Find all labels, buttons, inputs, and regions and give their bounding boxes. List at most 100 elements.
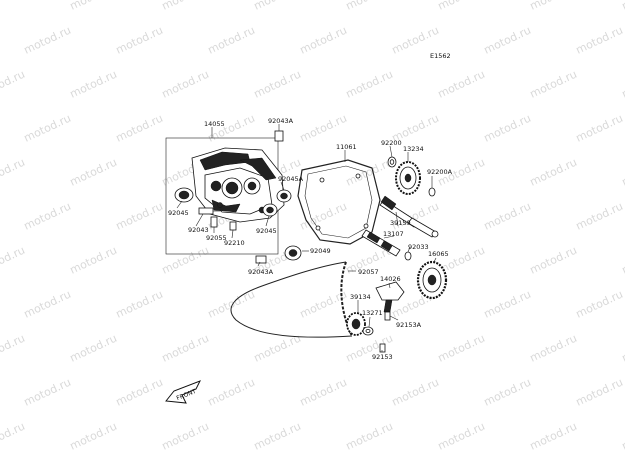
watermark-text: motod.ru [68,68,119,101]
part-label: 14055 [204,120,225,128]
watermark-text: motod.ru [620,156,625,189]
gear-39134 [346,312,366,336]
watermark-text: motod.ru [206,112,257,145]
part-label: 92043A [248,268,274,276]
watermark-text: motod.ru [160,244,211,277]
watermark-text: motod.ru [528,244,579,277]
watermark-text: motod.ru [22,24,73,57]
watermark-text: motod.ru [22,376,73,409]
watermark-text: motod.ru [0,0,27,13]
part-label: 92200A [427,168,453,176]
part-label: 92055 [206,234,227,242]
pin-92043 [198,207,220,215]
watermark-text: motod.ru [68,244,119,277]
watermark-text: motod.ru [206,24,257,57]
watermark-text: motod.ru [252,0,303,13]
watermark-text: motod.ru [22,200,73,233]
watermark-text: motod.ru [252,68,303,101]
bolt-92153 [379,343,386,353]
watermark-text: motod.ru [68,156,119,189]
watermark-text: motod.ru [436,0,487,13]
watermark-text: motod.ru [0,68,27,101]
watermark-text: motod.ru [528,420,579,453]
watermark-text: motod.ru [620,0,625,13]
watermark-text: motod.ru [114,112,165,145]
watermark-text: motod.ru [620,420,625,453]
watermark-text: motod.ru [574,24,625,57]
watermark-text: motod.ru [528,68,579,101]
watermark-text: motod.ru [22,112,73,145]
part-label: 92200 [381,139,402,147]
watermark-text: motod.ru [436,68,487,101]
chain-92057 [230,261,353,338]
watermark-text: motod.ru [528,0,579,13]
watermark-text: motod.ru [482,112,533,145]
watermark-text: motod.ru [298,376,349,409]
part-label: 92153 [372,353,393,361]
part-label: 92045 [256,227,277,235]
watermark-text: motod.ru [68,420,119,453]
part-label: 92153A [396,321,422,329]
watermark-text: motod.ru [482,288,533,321]
watermark-text: motod.ru [620,332,625,365]
watermark-text: motod.ru [298,112,349,145]
watermark-text: motod.ru [114,200,165,233]
watermark-text: motod.ru [574,200,625,233]
watermark-text: motod.ru [528,156,579,189]
watermark-text: motod.ru [344,68,395,101]
watermark-text: motod.ru [482,200,533,233]
watermark-text: motod.ru [0,244,27,277]
part-label: 16065 [428,250,449,258]
part-label: 39134 [350,293,371,301]
bearing-92045-right [262,203,278,217]
part-label: 92043A [268,117,294,125]
watermark-text: motod.ru [482,376,533,409]
watermark-text: motod.ru [436,332,487,365]
watermark-text: motod.ru [620,244,625,277]
part-label: 39159 [390,219,411,227]
part-label: 92049 [310,247,331,255]
watermark-text: motod.ru [298,24,349,57]
front-arrow: FRONT [165,380,202,404]
watermark-text: motod.ru [620,68,625,101]
shaft-39159 [379,195,439,238]
part-label: 13234 [403,145,424,153]
washer-13271 [362,326,374,336]
part-label: 11061 [336,143,357,151]
washer-92033 [404,251,412,261]
watermark-text: motod.ru [114,24,165,57]
washer-92200 [387,156,397,168]
watermark-text: motod.ru [574,112,625,145]
part-label: 14026 [380,275,401,283]
watermark-text: motod.ru [574,288,625,321]
diagram-code: E1562 [430,52,451,60]
watermark-text: motod.ru [482,24,533,57]
bearing-92045-left [174,187,194,203]
watermark-text: motod.ru [298,288,349,321]
part-label: 92033 [408,243,429,251]
pin-92210 [229,221,237,231]
part-label: 92045 [168,209,189,217]
dowel-92043A-top [274,128,284,142]
bolt-92153A [384,311,391,321]
watermark-text: motod.ru [68,0,119,13]
watermark-layer: motod.ru motod.ru motod.ru motod.ru motod.ru… [0,0,625,453]
watermark-text: motod.ru [114,376,165,409]
shaft-13107 [361,229,401,257]
watermark-text: motod.ru [114,288,165,321]
part-label: 92045A [278,175,304,183]
bearing-92049 [284,245,302,261]
watermark-text: motod.ru [0,332,27,365]
watermark-text: motod.ru [298,200,349,233]
watermark-text: motod.ru [160,68,211,101]
watermark-text: motod.ru [252,420,303,453]
watermark-text: motod.ru [0,420,27,453]
part-label: 92057 [358,268,379,276]
part-label: 13271 [362,309,383,317]
gear-13234 [395,161,421,195]
watermark-text: motod.ru [206,288,257,321]
washer-92200A [428,187,436,197]
gasket-11061 [297,159,381,245]
